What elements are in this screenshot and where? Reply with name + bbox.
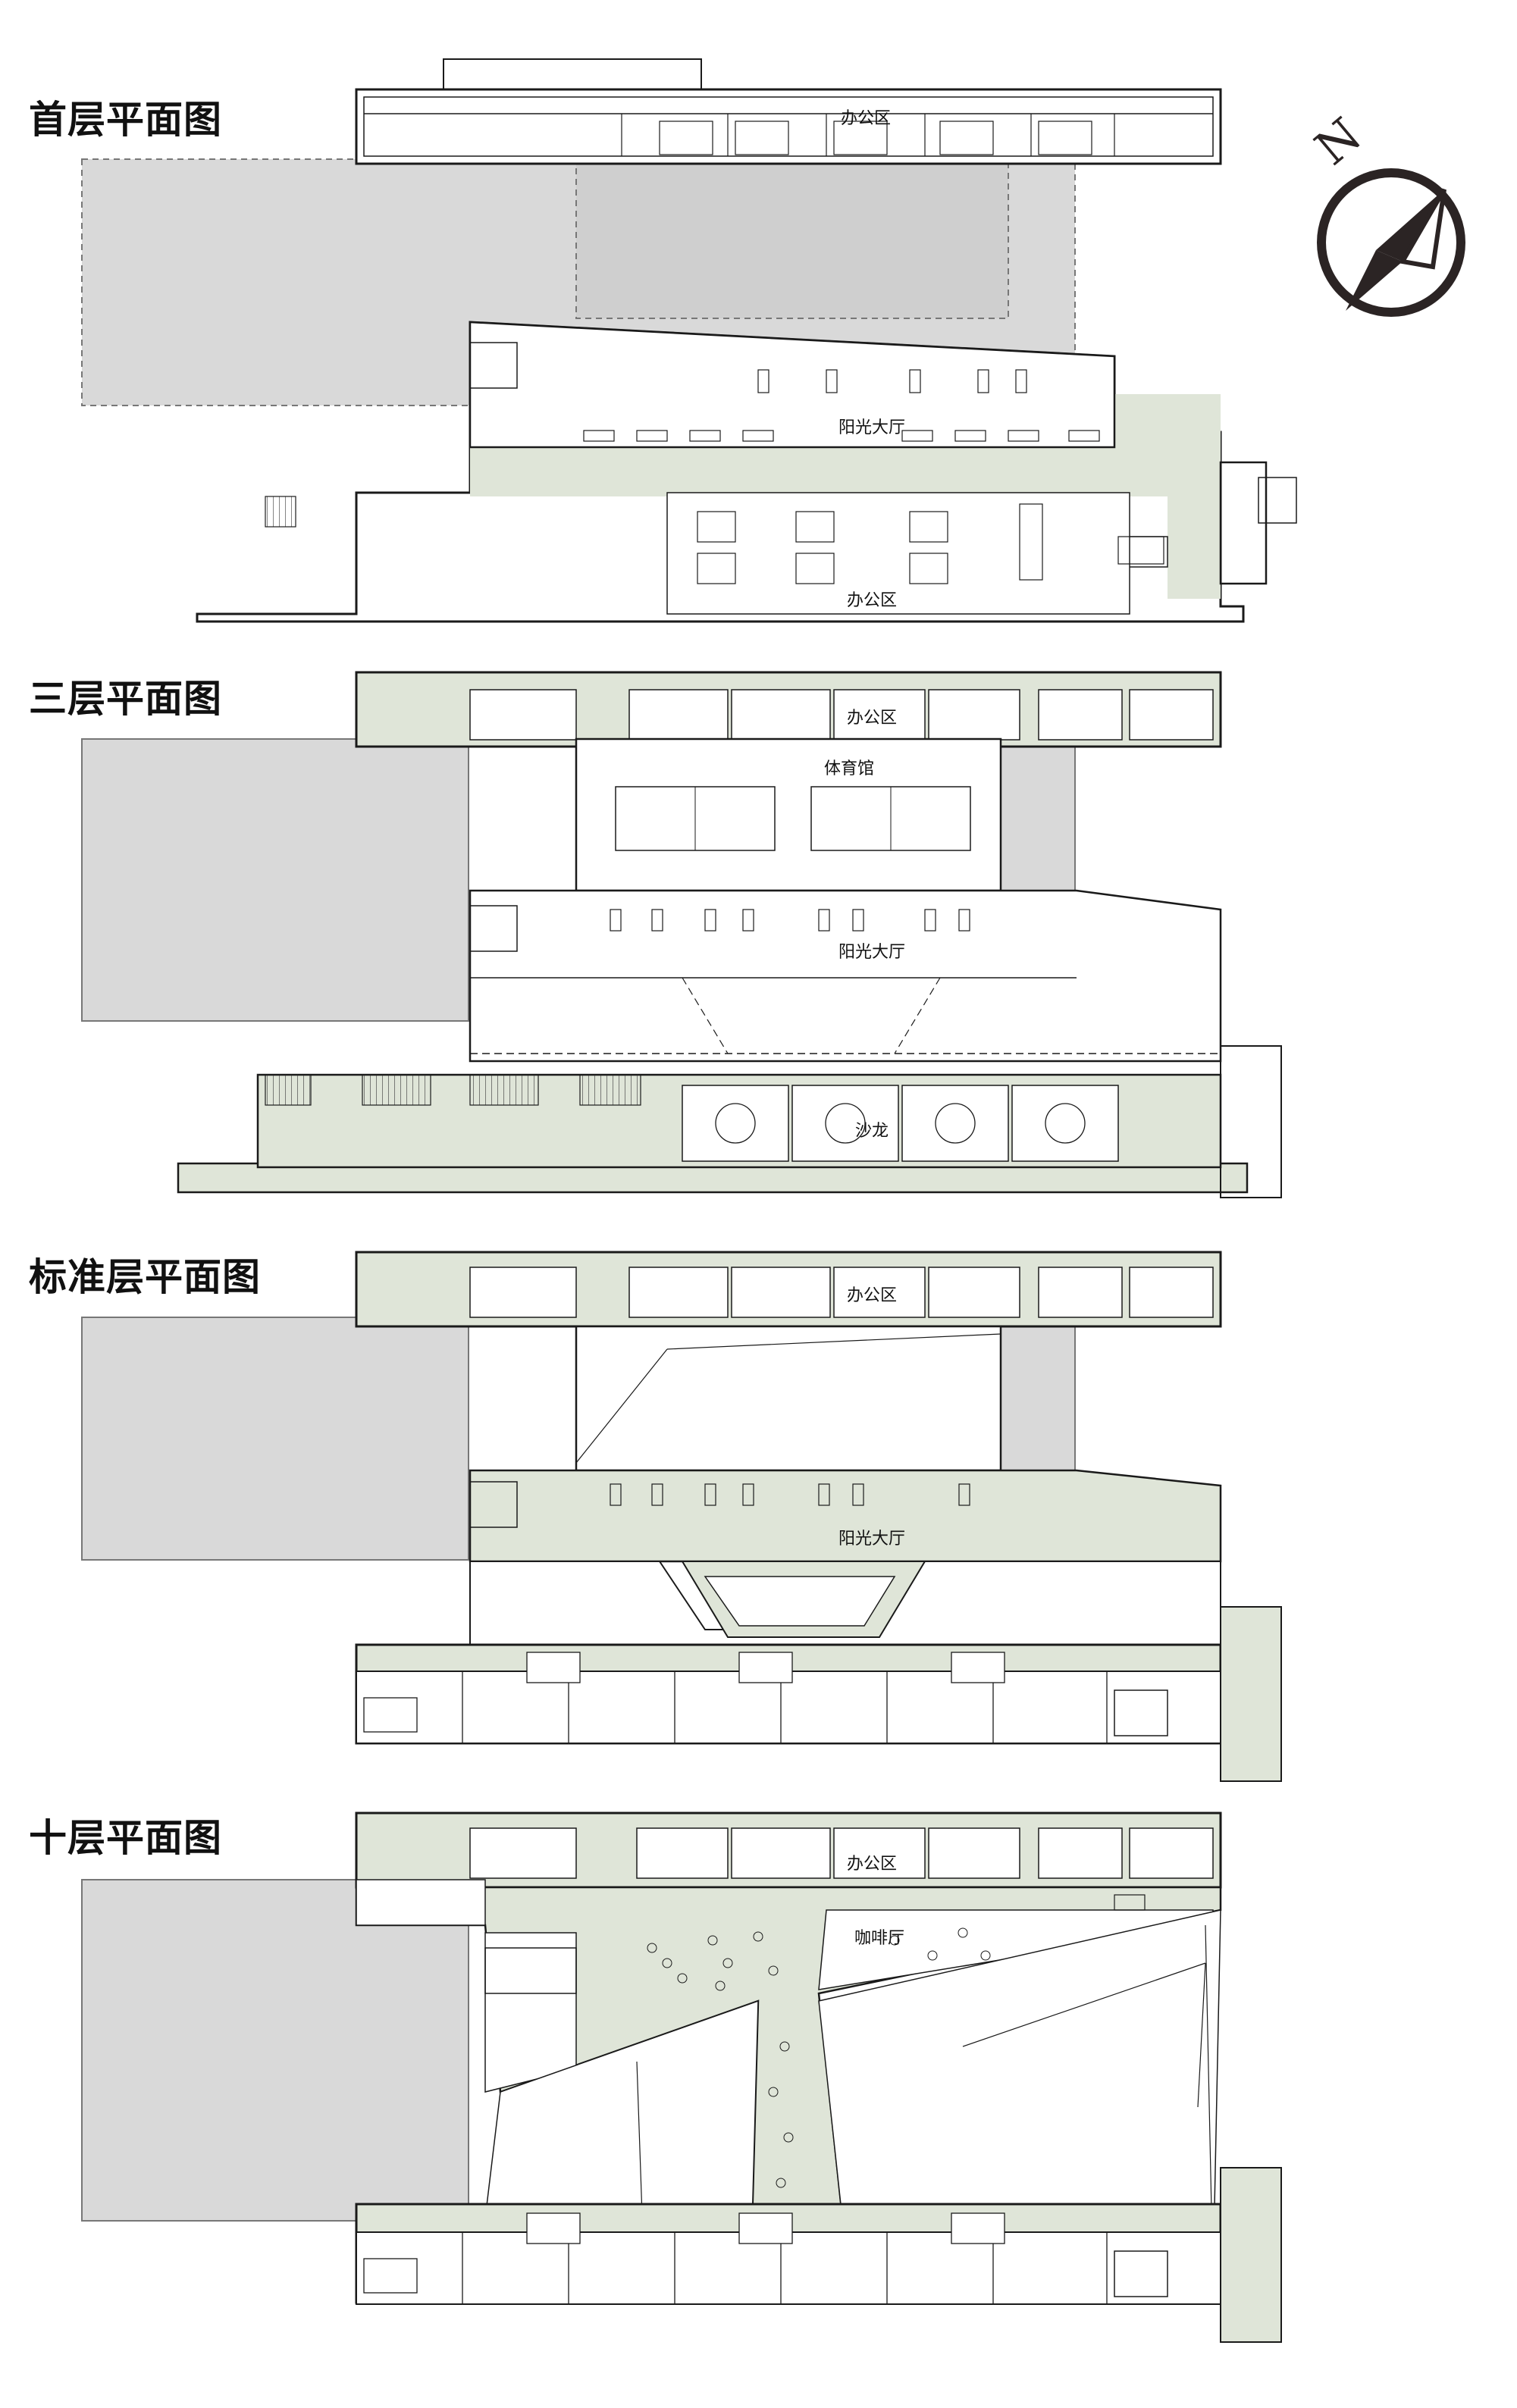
plan-title-tenth-floor: 十层平面图 <box>29 1816 222 1860</box>
room-label-sun-hall: 阳光大厅 <box>838 1530 906 1548</box>
plan-tenth-floor <box>81 1811 1282 2343</box>
room-label-office: 办公区 <box>846 709 898 728</box>
plan-title-standard-floor: 标准层平面图 <box>29 1255 261 1299</box>
room-label-cafe: 咖啡厅 <box>854 1929 905 1948</box>
plan-ground-floor <box>81 58 1297 623</box>
room-label-sun-hall: 阳光大厅 <box>838 943 906 962</box>
room-label-office: 办公区 <box>840 109 892 128</box>
room-label-office: 办公区 <box>846 1286 898 1305</box>
plan-third-floor <box>81 671 1282 1198</box>
room-label-office: 办公区 <box>846 1855 898 1874</box>
room-label-office: 办公区 <box>846 591 898 610</box>
plan-standard-floor <box>81 1251 1282 1782</box>
room-label-gym: 体育馆 <box>823 759 875 778</box>
room-label-sun-hall: 阳光大厅 <box>838 418 906 437</box>
room-label-salon: 沙龙 <box>854 1122 889 1141</box>
plan-title-ground-floor: 首层平面图 <box>29 98 222 142</box>
plan-title-third-floor: 三层平面图 <box>29 677 222 721</box>
compass-icon <box>1317 168 1465 317</box>
